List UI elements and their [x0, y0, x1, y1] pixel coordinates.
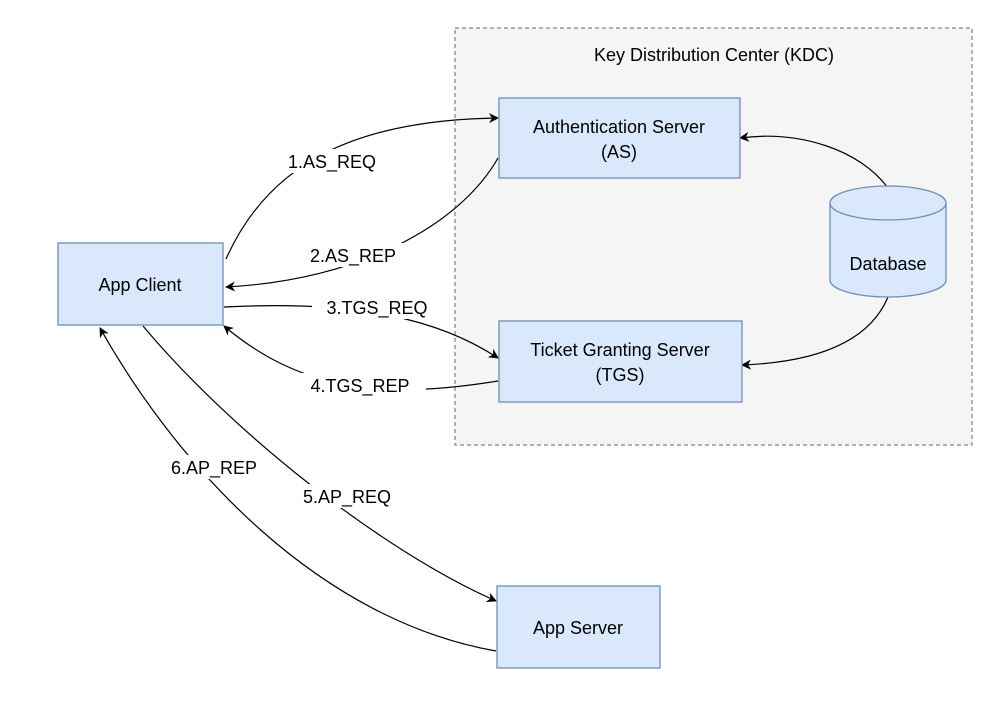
edge-ap-req: [142, 325, 497, 602]
edge-label-ap-rep: 6.AP_REP: [171, 458, 257, 479]
database-label: Database: [849, 254, 926, 274]
app-server-node: App Server: [496, 585, 661, 669]
as-label-line2: (AS): [601, 142, 637, 162]
as-label-line1: Authentication Server: [533, 117, 705, 137]
app-server-label: App Server: [533, 618, 623, 638]
kdc-title: Key Distribution Center (KDC): [594, 45, 834, 65]
edge-label-tgs-rep: 4.TGS_REP: [310, 376, 409, 397]
edge-label-ap-req: 5.AP_REQ: [303, 487, 391, 508]
authentication-server-node: Authentication Server (AS): [498, 97, 741, 179]
app-client-node: App Client: [57, 242, 224, 326]
edge-label-as-rep: 2.AS_REP: [310, 246, 396, 267]
tgs-label-line1: Ticket Granting Server: [530, 340, 709, 360]
tgs-label-line2: (TGS): [596, 365, 645, 385]
ticket-granting-server-node: Ticket Granting Server (TGS): [498, 320, 743, 403]
edge-ap-rep: [99, 327, 497, 652]
app-client-label: App Client: [98, 275, 181, 295]
edge-label-as-req: 1.AS_REQ: [288, 152, 376, 173]
edge-label-tgs-req: 3.TGS_REQ: [326, 298, 427, 319]
database-node: Database: [829, 185, 947, 298]
edge-db-to-tgs: [741, 296, 889, 370]
edge-db-to-as: [739, 131, 889, 189]
